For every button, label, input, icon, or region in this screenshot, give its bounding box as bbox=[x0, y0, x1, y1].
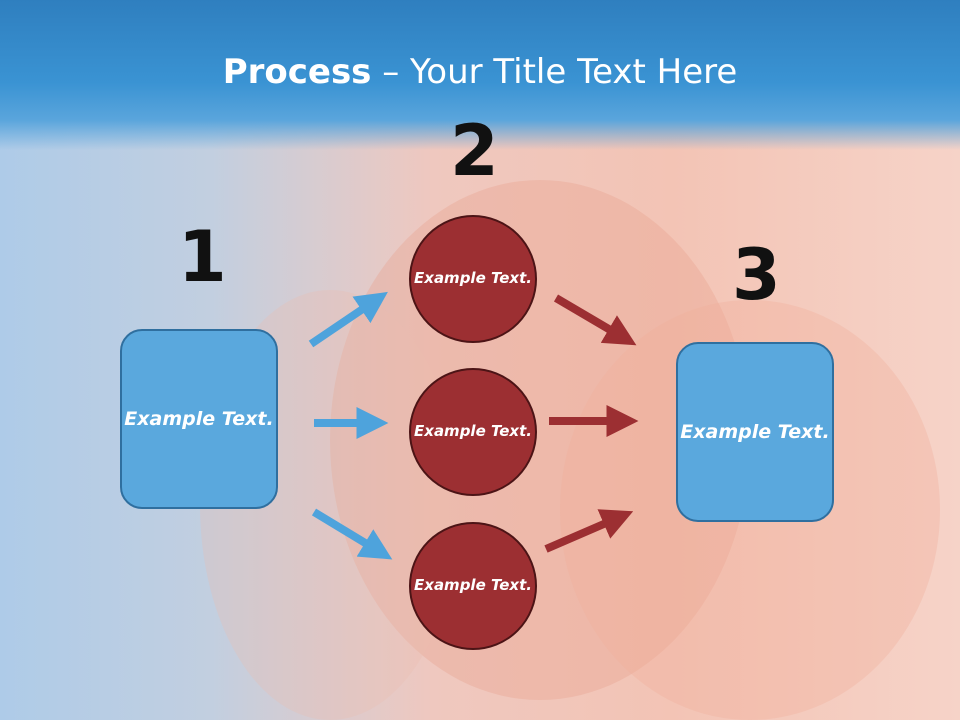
step-number-3: 3 bbox=[732, 234, 781, 316]
step-2-circle-top[interactable]: Example Text. bbox=[409, 215, 537, 343]
step-1-text: Example Text. bbox=[124, 407, 274, 430]
step-2-text-middle: Example Text. bbox=[414, 422, 532, 441]
arrow-red-up bbox=[544, 509, 634, 553]
slide-title: Process – Your Title Text Here bbox=[0, 52, 960, 92]
step-2-text-top: Example Text. bbox=[414, 269, 532, 288]
step-3-text: Example Text. bbox=[680, 420, 830, 443]
step-1-box[interactable]: Example Text. bbox=[120, 329, 278, 509]
title-bold: Process bbox=[222, 52, 372, 92]
step-2-circle-bottom[interactable]: Example Text. bbox=[409, 522, 537, 650]
title-bar bbox=[0, 0, 960, 150]
step-number-1: 1 bbox=[178, 216, 227, 298]
step-2-circle-middle[interactable]: Example Text. bbox=[409, 368, 537, 496]
step-3-box[interactable]: Example Text. bbox=[676, 342, 834, 522]
title-rest: – Your Title Text Here bbox=[371, 52, 738, 92]
arrow-red-down bbox=[553, 294, 637, 346]
step-2-text-bottom: Example Text. bbox=[414, 576, 532, 595]
arrow-blue-down bbox=[311, 508, 393, 560]
step-number-2: 2 bbox=[450, 110, 499, 192]
arrow-blue-up bbox=[308, 291, 388, 348]
